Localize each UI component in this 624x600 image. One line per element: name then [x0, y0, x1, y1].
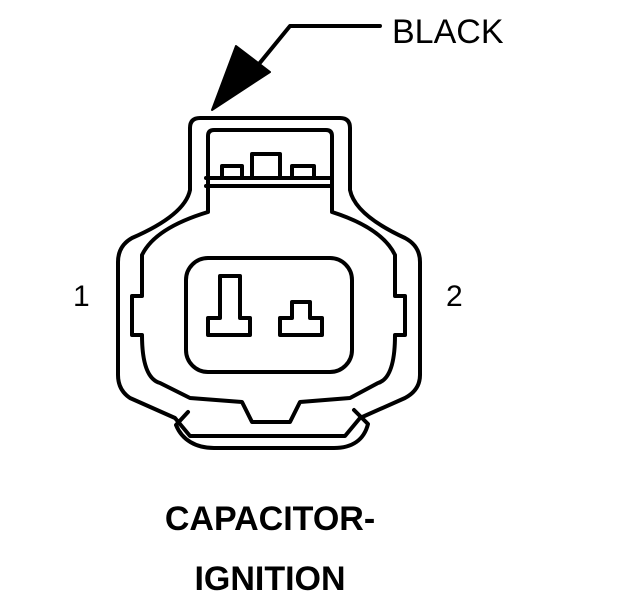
- component-title-line-2: IGNITION: [194, 560, 346, 598]
- pin-number-1: 1: [73, 280, 90, 313]
- wire-color-label: BLACK: [392, 13, 504, 51]
- connector-inner-outline: [130, 128, 407, 424]
- component-title-line-1: CAPACITOR-: [164, 500, 376, 538]
- terminal-2: [278, 300, 324, 337]
- callout-arrowhead: [211, 45, 271, 111]
- terminal-cavity: [184, 256, 354, 374]
- callout-leader-line: [248, 24, 382, 77]
- terminal-1: [206, 274, 252, 337]
- latch-bump-left: [220, 164, 244, 180]
- latch-bump-right: [290, 164, 316, 180]
- pin-number-2: 2: [446, 280, 463, 313]
- connector-outer-shell: [116, 116, 422, 438]
- latch-bump-center: [250, 152, 282, 180]
- connector-bottom-lip: [174, 408, 370, 450]
